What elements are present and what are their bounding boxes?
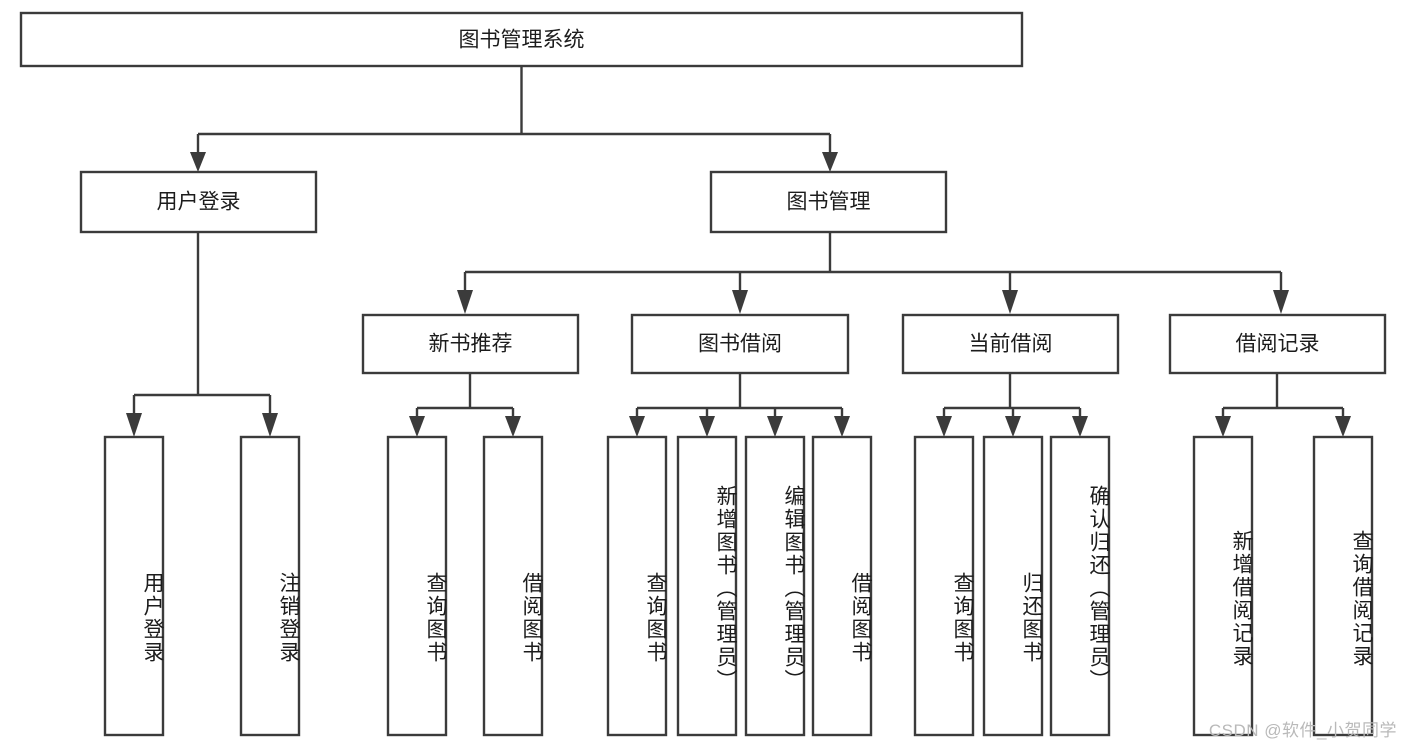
node-book-borrow[interactable]: 图书借阅	[630, 313, 850, 375]
node-root-box[interactable]	[19, 11, 1024, 68]
leaf-borrow-book-2-box[interactable]	[811, 435, 873, 737]
arrow-leaf-confirm-return-icon	[1072, 416, 1088, 437]
node-user-login-label: 用户登录	[157, 191, 241, 214]
leaf-borrow-book-1-box[interactable]	[482, 435, 544, 737]
leaf-user-logout-box[interactable]	[239, 435, 301, 737]
node-book-borrow-label: 图书借阅	[698, 333, 782, 356]
node-user-login[interactable]: 用户登录	[79, 170, 318, 234]
node-borrow-record-label: 借阅记录	[1236, 333, 1320, 356]
arrow-leaf-edit-book-icon	[767, 416, 783, 437]
node-current-borrow-label: 当前借阅	[969, 333, 1053, 356]
arrow-leaf-add-record-icon	[1215, 416, 1231, 437]
node-root-label: 图书管理系统	[459, 29, 585, 52]
node-current-borrow-box[interactable]	[901, 313, 1120, 375]
leaf-add-record-box[interactable]	[1192, 435, 1254, 737]
leaf-box-group	[103, 435, 1374, 737]
arrow-leaf-borrow-book-1-icon	[505, 416, 521, 437]
arrow-leaf-user-login-icon	[126, 413, 142, 437]
leaf-query-book-3-box[interactable]	[913, 435, 975, 737]
node-borrow-record-box[interactable]	[1168, 313, 1387, 375]
leaf-return-book-box[interactable]	[982, 435, 1044, 737]
node-book-borrow-box[interactable]	[630, 313, 850, 375]
leaf-query-record-box[interactable]	[1312, 435, 1374, 737]
arrow-leaf-user-logout-icon	[262, 413, 278, 437]
node-book-manage-box[interactable]	[709, 170, 948, 234]
arrow-leaf-query-book-1-icon	[409, 416, 425, 437]
connector-group	[126, 66, 1351, 437]
node-user-login-box[interactable]	[79, 170, 318, 234]
leaf-confirm-return-box[interactable]	[1049, 435, 1111, 737]
csdn-watermark: CSDN @软件_小贺同学	[1208, 721, 1397, 740]
arrow-leaf-borrow-book-2-icon	[834, 416, 850, 437]
node-book-manage[interactable]: 图书管理	[709, 170, 948, 234]
arrow-leaf-query-book-3-icon	[936, 416, 952, 437]
node-new-book-recommend-label: 新书推荐	[429, 333, 513, 356]
arrow-leaf-add-book-icon	[699, 416, 715, 437]
arrow-to-borrow-record-icon	[1273, 290, 1289, 314]
node-new-book-recommend[interactable]: 新书推荐	[361, 313, 580, 375]
leaf-query-book-2-box[interactable]	[606, 435, 668, 737]
arrow-to-new-book-recommend-icon	[457, 290, 473, 314]
node-book-manage-label: 图书管理	[787, 191, 871, 214]
leaf-add-book-box[interactable]	[676, 435, 738, 737]
node-borrow-record[interactable]: 借阅记录	[1168, 313, 1387, 375]
arrow-to-user-login-icon	[190, 152, 206, 172]
leaf-edit-book-box[interactable]	[744, 435, 806, 737]
node-new-book-recommend-box[interactable]	[361, 313, 580, 375]
node-root[interactable]: 图书管理系统	[19, 11, 1024, 68]
node-current-borrow[interactable]: 当前借阅	[901, 313, 1120, 375]
arrow-to-current-borrow-icon	[1002, 290, 1018, 314]
arrow-leaf-query-record-icon	[1335, 416, 1351, 437]
arrow-leaf-query-book-2-icon	[629, 416, 645, 437]
leaf-query-book-1-box[interactable]	[386, 435, 448, 737]
arrow-leaf-return-book-icon	[1005, 416, 1021, 437]
leaf-user-login-box[interactable]	[103, 435, 165, 737]
arrow-to-book-borrow-icon	[732, 290, 748, 314]
arrow-to-book-manage-icon	[822, 152, 838, 172]
